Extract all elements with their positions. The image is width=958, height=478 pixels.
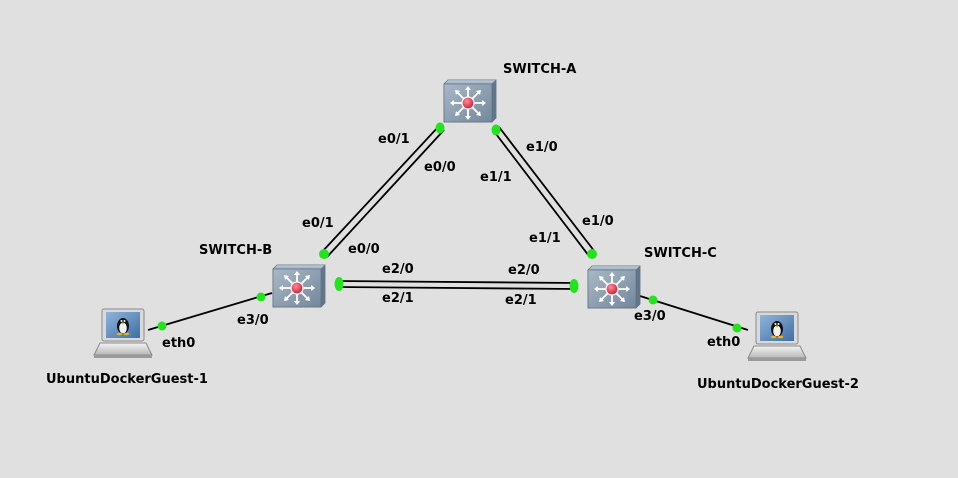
linux-laptop-icon <box>93 308 153 359</box>
linux-laptop-icon <box>747 311 807 362</box>
iface-label: e2/0 <box>508 263 540 278</box>
iface-label: eth0 <box>707 335 740 350</box>
iface-label: e2/1 <box>505 293 537 308</box>
port-dot <box>334 277 344 291</box>
link-a-b-1[interactable] <box>320 125 440 254</box>
layer3-switch-icon <box>587 265 641 309</box>
iface-label: e1/0 <box>582 214 614 229</box>
host-guest-2[interactable] <box>747 311 807 362</box>
switch-c-label: SWITCH-C <box>644 246 717 261</box>
iface-label: e3/0 <box>634 309 666 324</box>
iface-label: e2/1 <box>382 291 414 306</box>
port-dot <box>587 249 597 259</box>
port-dot <box>319 249 329 259</box>
iface-label: e1/0 <box>526 140 558 155</box>
port-dot <box>157 321 167 331</box>
switch-b-label: SWITCH-B <box>199 243 272 258</box>
port-indicators <box>157 122 742 333</box>
port-dot <box>648 295 658 305</box>
links <box>147 125 749 331</box>
port-dot <box>491 124 501 136</box>
link-a-c-2[interactable] <box>498 126 596 253</box>
iface-label: e1/1 <box>529 231 561 246</box>
layer3-switch-icon <box>443 79 497 123</box>
iface-label: e2/0 <box>382 262 414 277</box>
layer3-switch-icon <box>272 264 326 308</box>
guest-2-label: UbuntuDockerGuest-2 <box>697 377 859 392</box>
guest-1-label: UbuntuDockerGuest-1 <box>46 372 208 387</box>
port-dot <box>569 279 579 293</box>
port-dot <box>435 122 445 134</box>
link-a-b-2[interactable] <box>326 129 445 258</box>
iface-label: e0/1 <box>302 216 334 231</box>
switch-a[interactable] <box>443 79 497 123</box>
switch-b[interactable] <box>272 264 326 308</box>
iface-label: e3/0 <box>237 313 269 328</box>
link-c-guest2[interactable] <box>639 295 749 331</box>
iface-label: eth0 <box>162 336 195 351</box>
link-b-guest1[interactable] <box>147 292 273 331</box>
port-dot <box>256 292 266 302</box>
switch-a-label: SWITCH-A <box>503 62 576 77</box>
iface-label: e0/1 <box>378 132 410 147</box>
port-dot <box>732 323 742 333</box>
link-a-c-1[interactable] <box>492 129 590 257</box>
iface-label: e1/1 <box>480 170 512 185</box>
link-b-c-2[interactable] <box>337 286 577 290</box>
iface-label: e0/0 <box>348 242 380 257</box>
switch-c[interactable] <box>587 265 641 309</box>
iface-label: e0/0 <box>424 160 456 175</box>
host-guest-1[interactable] <box>93 308 153 359</box>
link-b-c-1[interactable] <box>337 280 577 284</box>
